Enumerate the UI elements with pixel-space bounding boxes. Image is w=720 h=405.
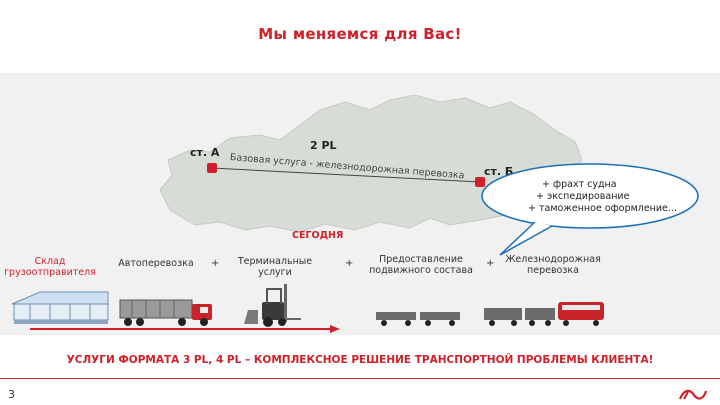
route-line (207, 163, 485, 187)
plus-1: + (211, 258, 220, 269)
bottom-statement: УСЛУГИ ФОРМАТА 3 PL, 4 PL – КОМПЛЕКСНОЕ … (66, 354, 654, 366)
label-rolling-stock: Предоставление подвижного состава (356, 254, 486, 276)
plus-2: + (345, 258, 354, 269)
station-b-label: ст. Б (484, 165, 514, 178)
label-trucking: Автоперевозка (118, 258, 194, 269)
page-number: 3 (8, 388, 15, 401)
label-warehouse: Склад грузоотправителя (4, 256, 96, 278)
label-railway-line1: Железнодорожная (505, 254, 601, 265)
label-terminal-line1: Терминальные (237, 256, 313, 267)
warehouse-icon (11, 291, 109, 324)
label-railway-line2: перевозка (527, 265, 579, 276)
logistics-illustrations (11, 284, 604, 333)
plus-3: + (486, 258, 495, 269)
callout-bubble (481, 163, 699, 256)
header: Мы меняемся для Вас! (0, 0, 720, 73)
forklift-icon (244, 284, 301, 327)
label-warehouse-line2: грузоотправителя (4, 267, 96, 278)
station-a-marker (207, 163, 217, 173)
label-railway: Железнодорожная перевозка (498, 254, 608, 276)
label-terminal: Терминальные услуги (230, 256, 320, 278)
today-label: СЕГОДНЯ (292, 230, 344, 241)
label-rolling-stock-line1: Предоставление (379, 254, 463, 265)
bubble-text: + фрахт судна + экспедирование + таможен… (528, 179, 677, 215)
arrow-head-icon (330, 325, 340, 333)
pl-label: 2 PL (310, 139, 337, 152)
rzd-logo-icon (678, 389, 708, 400)
label-terminal-line2: услуги (258, 267, 292, 278)
russia-map (159, 94, 583, 233)
station-a-label: ст. А (190, 146, 220, 159)
footer-divider (0, 378, 720, 379)
truck-icon (119, 299, 212, 326)
station-b-marker (475, 177, 485, 187)
freight-wagons-icon (376, 312, 460, 326)
page-title: Мы меняемся для Вас! (258, 25, 462, 43)
label-warehouse-line1: Склад (34, 256, 66, 267)
bubble-line-2: + экспедирование (536, 191, 630, 202)
label-rolling-stock-line2: подвижного состава (369, 265, 473, 276)
train-icon (484, 302, 604, 326)
bubble-line-3: + таможенное оформление... (528, 203, 677, 214)
bubble-line-1: + фрахт судна (542, 179, 617, 190)
